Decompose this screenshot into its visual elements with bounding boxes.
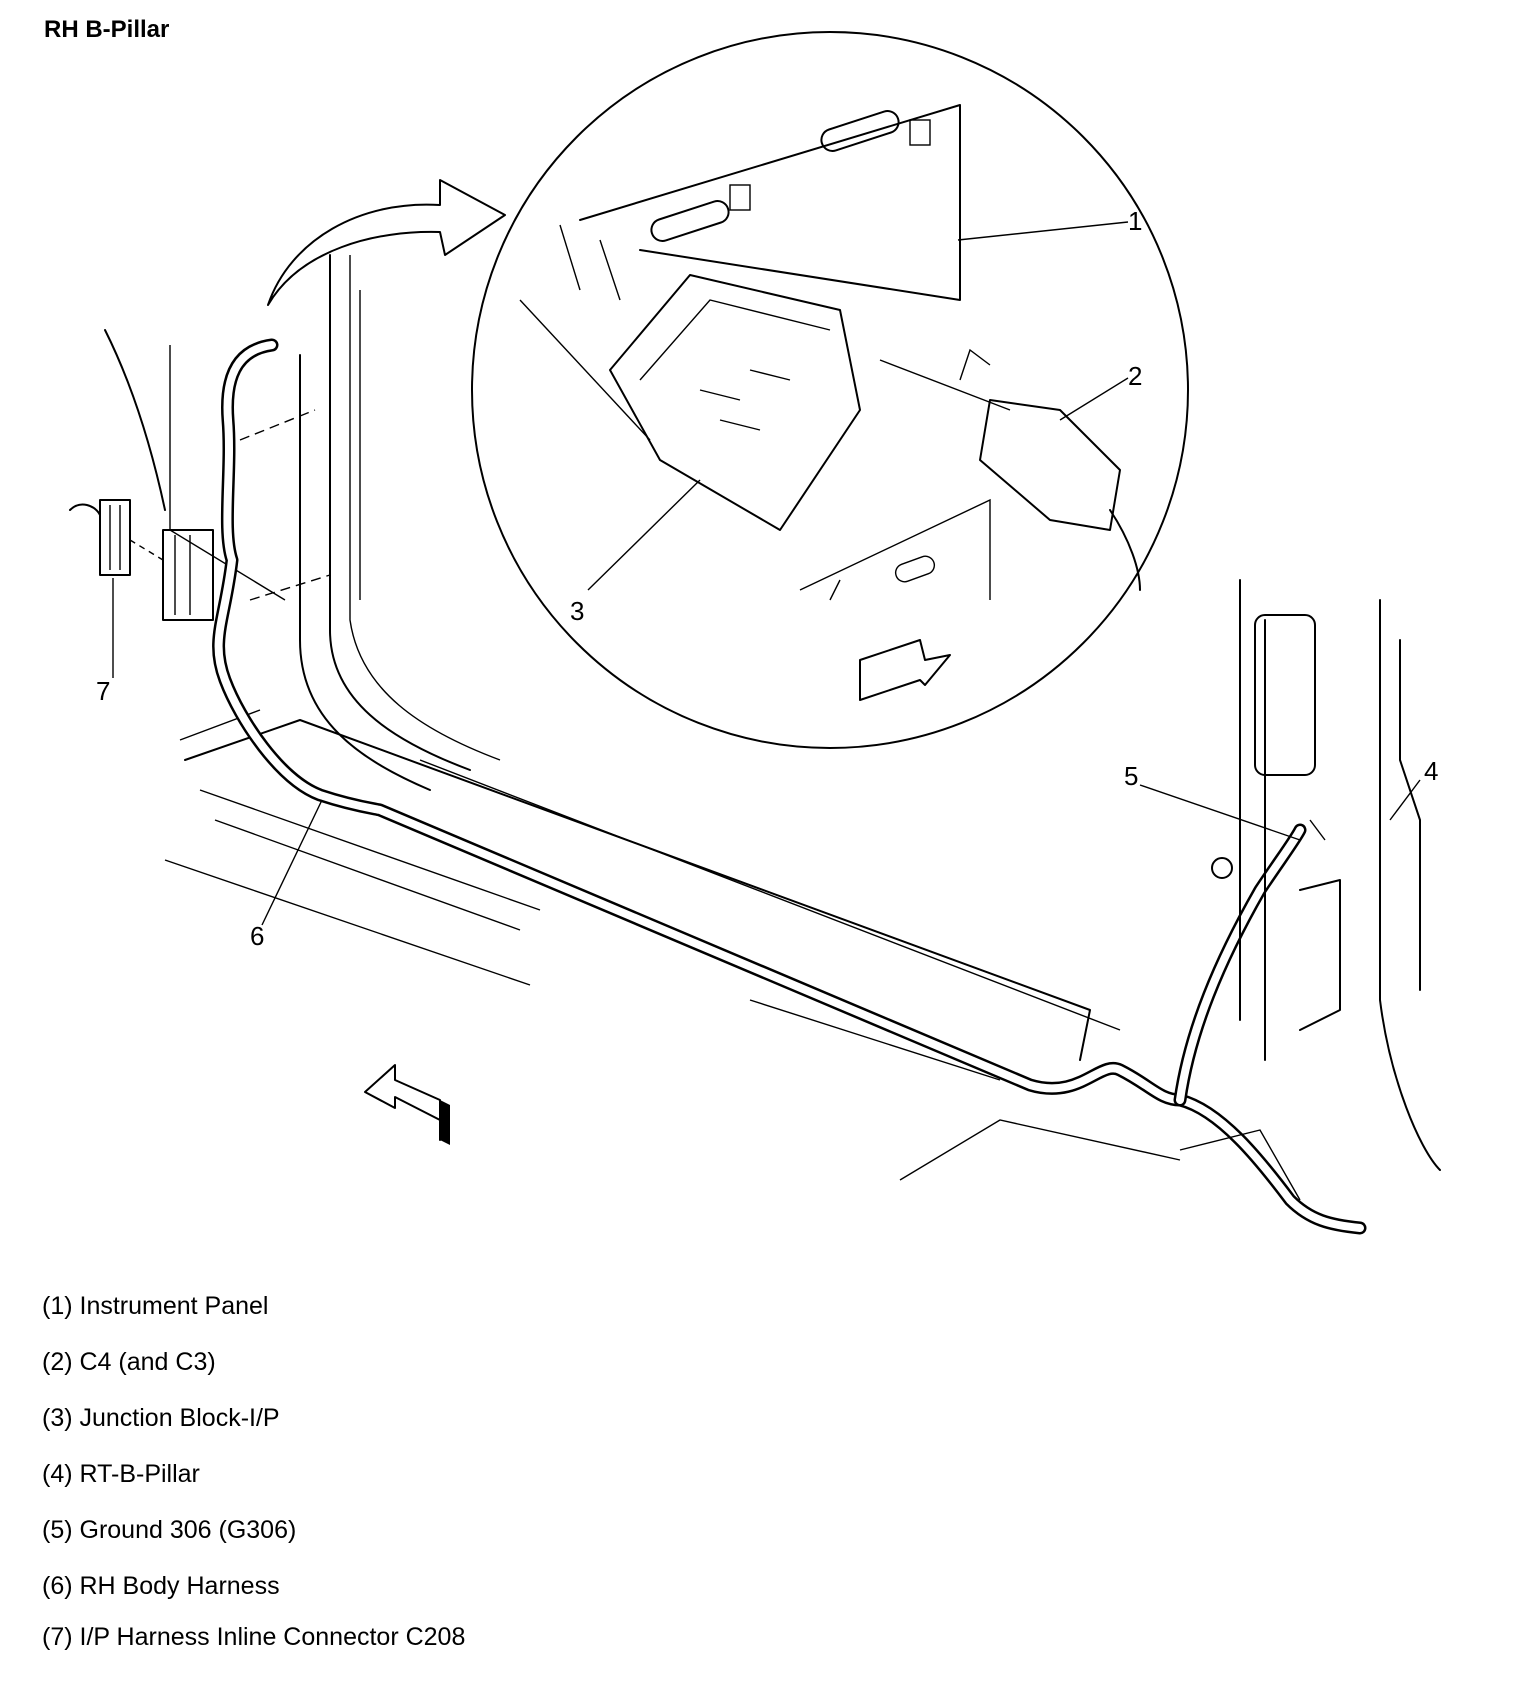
left-pillar-structure (104, 254, 1121, 1081)
callout-6: 6 (250, 921, 264, 951)
detail-arrow (267, 179, 506, 306)
legend-item-rt-b-pillar: (4) RT-B-Pillar (42, 1460, 200, 1488)
forward-arrow (364, 1064, 450, 1145)
leader-lines (112, 221, 1421, 926)
legend-item-instrument-panel: (1) Instrument Panel (42, 1292, 269, 1320)
legend-item-inline-connector: (7) I/P Harness Inline Connector C208 (42, 1623, 466, 1651)
detail-circle (471, 31, 1189, 749)
legend-item-c4-c3: (2) C4 (and C3) (42, 1348, 216, 1376)
legend-item-ground-306: (5) Ground 306 (G306) (42, 1516, 297, 1544)
callout-5: 5 (1124, 761, 1138, 791)
inline-connector-c208 (69, 409, 331, 621)
callout-3: 3 (570, 596, 584, 626)
legend-item-junction-block: (3) Junction Block-I/P (42, 1404, 280, 1432)
callout-7: 7 (96, 676, 110, 706)
callout-1: 1 (1128, 206, 1142, 236)
diagram-title: RH B-Pillar (44, 16, 170, 43)
right-pillar-structure (899, 579, 1441, 1201)
rh-body-harness (212, 338, 1367, 1235)
b-pillar-diagram: 1 2 3 4 5 6 7 (69, 31, 1441, 1235)
callout-4: 4 (1424, 756, 1438, 786)
callout-2: 2 (1128, 361, 1142, 391)
legend-list: (1) Instrument Panel (2) C4 (and C3) (3)… (42, 1278, 465, 1660)
legend-item-rh-body-harness: (6) RH Body Harness (42, 1572, 280, 1600)
